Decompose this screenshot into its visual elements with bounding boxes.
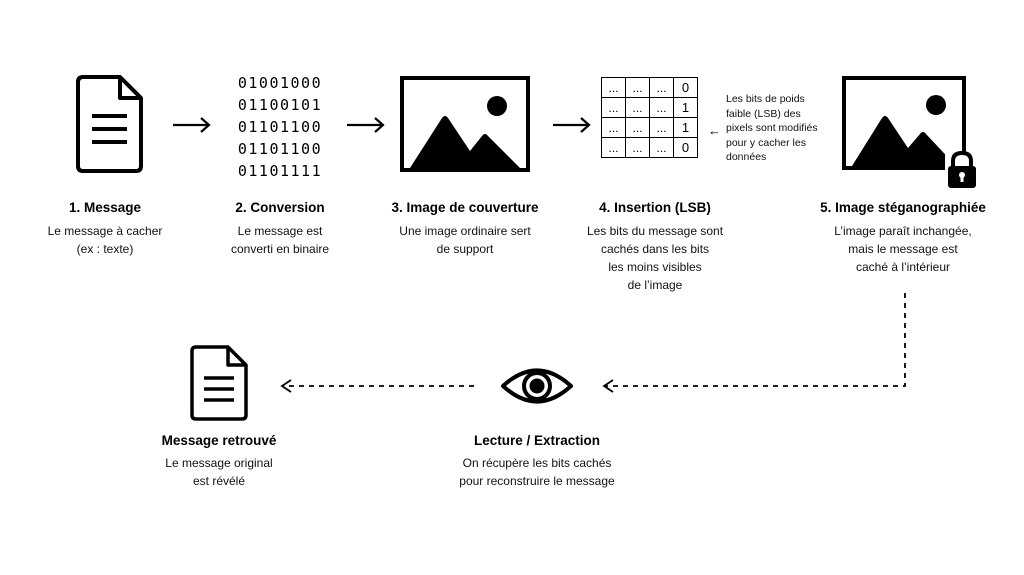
note-line: pour y cacher les [726, 136, 806, 149]
grid-row: ... ... ... 0 [601, 137, 698, 158]
desc-line: Le message original [165, 456, 273, 470]
grid-cell: ... [625, 97, 650, 118]
grid-cell: ... [601, 117, 626, 138]
desc-line: caché à l’intérieur [855, 260, 951, 274]
binary-line: 01101100 [237, 140, 323, 158]
note-line: faible (LSB) des [726, 107, 801, 120]
desc-line: pour reconstruire le message [459, 474, 615, 488]
step-desc-message: Le message à cacher (ex : texte) [35, 222, 175, 258]
grid-cell: ... [649, 137, 674, 158]
step-title-cover-image: 3. Image de couverture [391, 200, 539, 215]
grid-row: ... ... ... 1 [601, 117, 698, 138]
binary-code-block: 01001000 01100101 01101100 01101100 0110… [228, 72, 332, 182]
step-desc-cover-image: Une image ordinaire sert de support [375, 222, 555, 258]
arrow-right-icon [347, 117, 385, 133]
image-icon [400, 76, 530, 172]
grid-row: ... ... ... 0 [601, 77, 698, 98]
grid-cell: ... [625, 117, 650, 138]
desc-line: les moins visibles [608, 260, 702, 274]
binary-line: 01100101 [237, 96, 323, 114]
grid-cell: ... [625, 77, 650, 98]
note-line: Les bits de poids [726, 93, 805, 105]
recovered-desc: Le message original est révélé [134, 454, 304, 490]
image-icon [842, 76, 966, 170]
binary-line: 01001000 [237, 74, 323, 92]
desc-line: mais le message est [848, 242, 958, 256]
grid-cell: ... [601, 97, 626, 118]
eye-icon [501, 368, 573, 404]
extraction-desc: On récupère les bits cachés pour reconst… [417, 454, 657, 490]
binary-line: 01101111 [237, 162, 323, 180]
grid-cell: ... [601, 77, 626, 98]
desc-line: de support [436, 242, 494, 256]
grid-cell: ... [649, 97, 674, 118]
lsb-bit-cell: 1 [673, 117, 698, 138]
lsb-note: Les bits de poids faible (LSB) des pixel… [726, 92, 836, 165]
desc-line: Le message à cacher [47, 224, 163, 238]
step-desc-conversion: Le message est converti en binaire [205, 222, 355, 258]
step-title-insertion: 4. Insertion (LSB) [599, 200, 711, 215]
lock-icon [945, 150, 979, 190]
arrow-right-icon [173, 117, 211, 133]
desc-line: cachés dans les bits [600, 242, 710, 256]
lsb-bit-cell: 0 [673, 137, 698, 158]
desc-line: (ex : texte) [76, 242, 134, 256]
lsb-pixel-grid: ... ... ... 0 ... ... ... 1 ... ... ... … [601, 77, 698, 158]
arrow-right-icon [553, 117, 591, 133]
extraction-title: Lecture / Extraction [473, 433, 601, 448]
step-desc-stego-image: L’image paraît inchangée, mais le messag… [808, 222, 998, 276]
recovered-title: Message retrouvé [161, 433, 277, 448]
lsb-bit-cell: 0 [673, 77, 698, 98]
lsb-bit-cell: 1 [673, 97, 698, 118]
step-title-conversion: 2. Conversion [235, 200, 325, 215]
step-desc-insertion: Les bits du message sont cachés dans les… [570, 222, 740, 294]
grid-cell: ... [649, 117, 674, 138]
desc-line: Une image ordinaire sert [399, 224, 531, 238]
desc-line: Le message est [237, 224, 323, 238]
document-icon [190, 345, 248, 421]
document-icon [76, 75, 143, 173]
desc-line: Les bits du message sont [586, 224, 724, 238]
desc-line: On récupère les bits cachés [462, 456, 612, 470]
grid-row: ... ... ... 1 [601, 97, 698, 118]
desc-line: de l’image [627, 278, 683, 292]
desc-line: L’image paraît inchangée, [834, 224, 972, 238]
binary-line: 01101100 [237, 118, 323, 136]
grid-cell: ... [649, 77, 674, 98]
step-title-message: 1. Message [68, 200, 142, 215]
desc-line: est révélé [192, 474, 246, 488]
note-line: données [726, 151, 767, 163]
note-line: pixels sont modifiés [726, 122, 818, 134]
grid-cell: ... [601, 137, 626, 158]
desc-line: converti en binaire [230, 242, 330, 256]
grid-cell: ... [625, 137, 650, 158]
note-arrow-icon: ← [708, 123, 721, 138]
step-title-stego-image: 5. Image stéganographiée [820, 200, 986, 215]
